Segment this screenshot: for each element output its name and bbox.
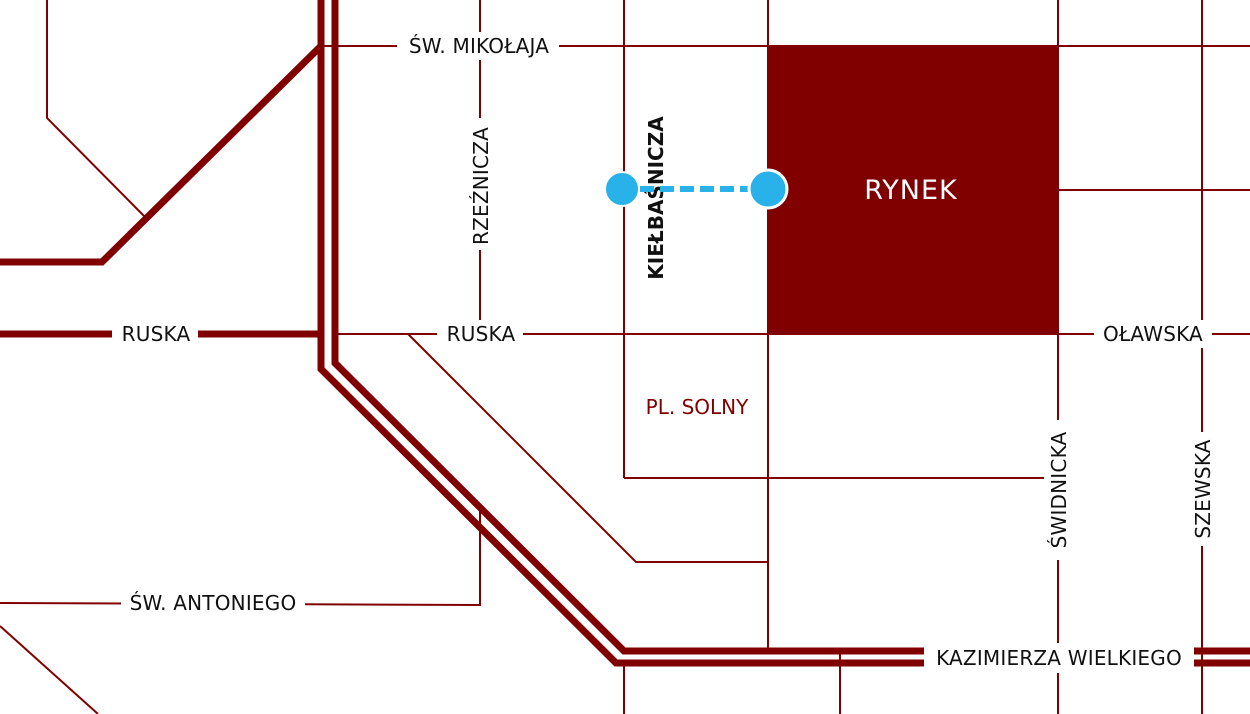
label-halo <box>466 118 494 250</box>
sw-diagonal-street <box>0 625 99 714</box>
ruska-east-label: RUSKA <box>447 322 516 346</box>
label-halo <box>437 320 523 348</box>
label-halo <box>112 320 198 348</box>
label-halo <box>121 589 305 617</box>
label-halo <box>397 32 559 60</box>
kielbasnicza-label: KIEŁBAŚNICZA <box>644 116 668 280</box>
label-halo <box>924 643 1194 673</box>
route-end-marker[interactable] <box>747 168 789 210</box>
rynek-label: RYNEK <box>864 175 958 206</box>
diagonal-street <box>407 333 768 563</box>
swidnicka-label: ŚWIDNICKA <box>1047 431 1071 548</box>
rynek-square <box>768 46 1058 334</box>
pl-solny-label: PL. SOLNY <box>646 395 749 419</box>
label-halo <box>1094 320 1212 348</box>
label-halo <box>1044 420 1072 560</box>
walking-route <box>604 168 789 210</box>
rzeznicza-label: RZEŹNICZA <box>469 127 493 245</box>
szewska-label: SZEWSKA <box>1191 439 1215 538</box>
label-halo <box>1188 432 1216 546</box>
olawska-label: OŁAWSKA <box>1103 322 1203 346</box>
kazimierza-wielkiego-label: KAZIMIERZA WIELKIEGO <box>936 646 1182 670</box>
nw-street <box>46 0 145 217</box>
sw-mikolaja-label: ŚW. MIKOŁAJA <box>409 34 549 58</box>
sw-antoniego-label: ŚW. ANTONIEGO <box>130 591 297 615</box>
route-start-marker[interactable] <box>604 171 640 207</box>
ruska-west-label: RUSKA <box>122 322 191 346</box>
northwest-road <box>0 43 324 266</box>
street-labels: ŚW. MIKOŁAJA RUSKA RUSKA OŁAWSKA ŚW. ANT… <box>112 32 1216 673</box>
